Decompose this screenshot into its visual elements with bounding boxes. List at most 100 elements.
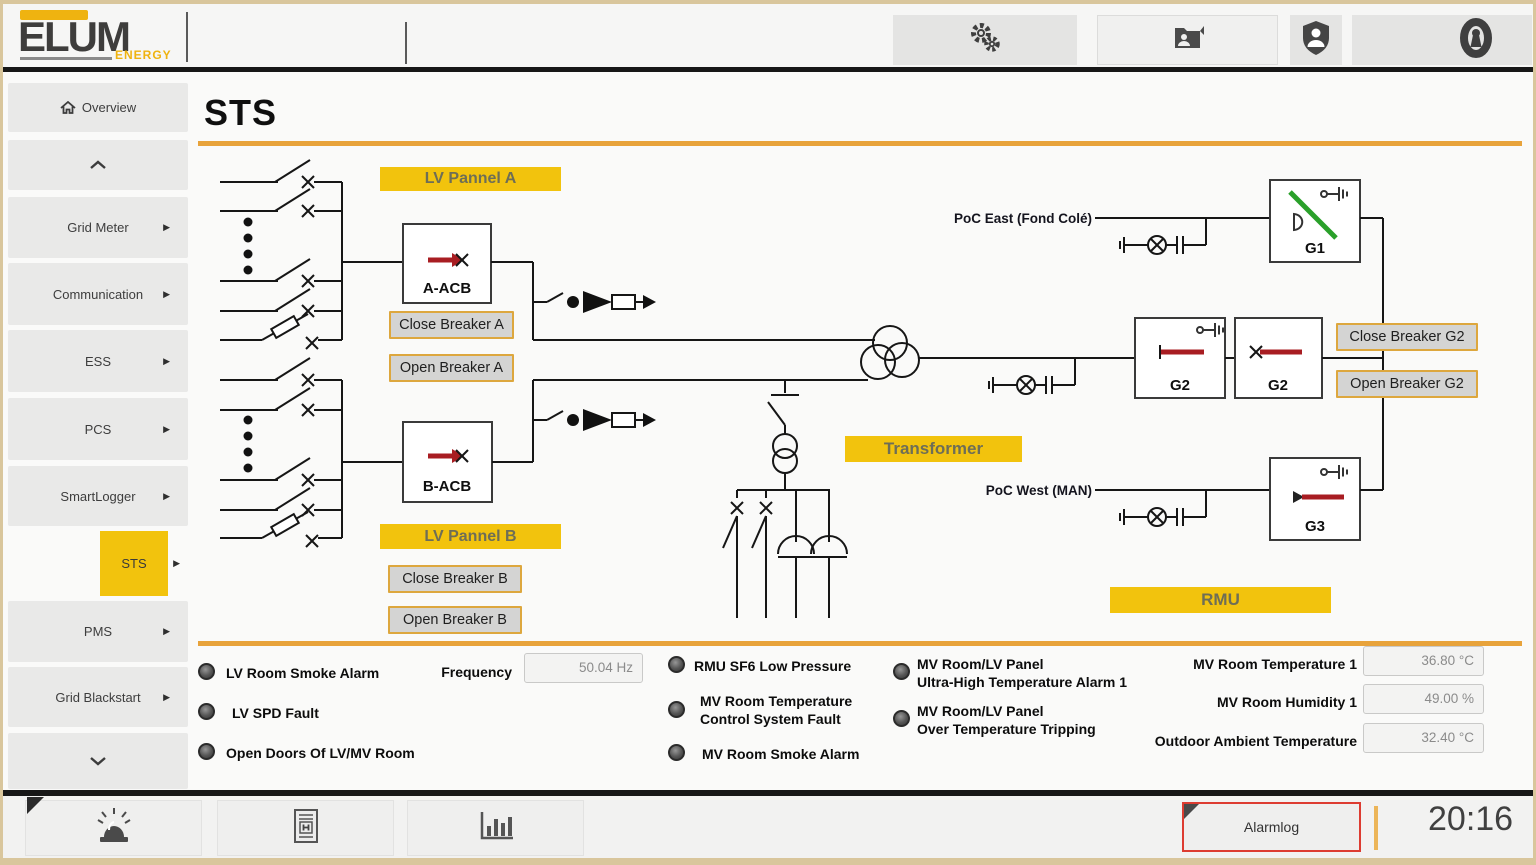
- alarmlog-label: Alarmlog: [1243, 819, 1300, 835]
- device-label-g3: G3: [1305, 518, 1325, 535]
- chevron-right-icon: ▶: [163, 691, 170, 702]
- led-open-doors: [198, 743, 215, 760]
- alarmlog-button[interactable]: Alarmlog: [1182, 802, 1361, 852]
- status-label-line: RMU SF6 Low Pressure: [694, 658, 852, 674]
- status-label: Open Doors Of LV/MV Room: [226, 745, 415, 761]
- close-breaker-a-button[interactable]: Close Breaker A: [389, 311, 514, 339]
- status-label-line: MV Room Smoke Alarm: [702, 746, 860, 762]
- clock: 20:16: [1428, 800, 1514, 838]
- report-document-icon: [291, 807, 321, 850]
- sidebar-item-pcs[interactable]: PCS ▶: [8, 398, 188, 460]
- chevron-right-icon: ▶: [163, 355, 170, 366]
- status-label-line: MV Room Temperature: [700, 693, 853, 709]
- sidebar-item-sts-row: STS ▶: [8, 531, 188, 596]
- logo-wordmark: ELUM: [18, 13, 131, 60]
- sidebar-item-label: ESS: [84, 353, 111, 369]
- sidebar-item-overview[interactable]: Overview: [8, 83, 188, 132]
- led-mv-room-smoke: [668, 744, 685, 761]
- user-shield-button[interactable]: [1290, 15, 1342, 65]
- logo-underline: [20, 57, 112, 60]
- device-label-g2-left: G2: [1170, 377, 1190, 394]
- led-lv-room-smoke-alarm: [198, 663, 215, 680]
- open-breaker-b-button[interactable]: Open Breaker B: [388, 606, 522, 634]
- chevron-down-icon: [89, 754, 107, 769]
- measurement-label: MV Room Humidity 1: [1216, 694, 1357, 710]
- topbar-divider-2: [405, 22, 407, 64]
- trends-chart-button[interactable]: [407, 800, 584, 856]
- keyhole-icon: [1458, 16, 1494, 65]
- siren-icon: [92, 806, 136, 851]
- sidebar-item-pms[interactable]: PMS ▶: [8, 601, 188, 662]
- sidebar-item-label: PMS: [83, 624, 113, 639]
- measurement-value: 36.80 °C: [1363, 646, 1484, 676]
- led-rmu-sf6: [668, 656, 685, 673]
- title-rule: [198, 141, 1522, 146]
- frame-edge-right: [1533, 0, 1536, 865]
- sidebar-collapse-up[interactable]: [8, 140, 188, 190]
- rmu-label: RMU: [1110, 587, 1331, 613]
- sidebar-item-ess[interactable]: ESS ▶: [8, 330, 188, 392]
- measurement-value: 49.00 %: [1363, 684, 1484, 714]
- chevron-up-icon: [89, 158, 107, 173]
- breaker-label-a-acb: A-ACB: [423, 280, 471, 297]
- sidebar-item-grid-meter[interactable]: Grid Meter▶: [8, 197, 188, 258]
- status-label: MV Room Smoke Alarm: [702, 745, 902, 763]
- settings-button[interactable]: [893, 15, 1077, 65]
- poc-west-label: PoC West (MAN): [985, 483, 1092, 498]
- sidebar-item-sts-active[interactable]: STS: [100, 531, 168, 596]
- reports-folder-button[interactable]: [1097, 15, 1278, 65]
- logo-accent-bar: [20, 10, 88, 20]
- single-line-diagram: A-ACB B-ACB G1 G2 G2 G3: [219, 159, 1384, 618]
- measurement-label: Outdoor Ambient Temperature: [1154, 733, 1357, 749]
- chevron-right-icon: ▶: [173, 558, 180, 568]
- page-title: STS: [204, 92, 278, 133]
- logo-tagline: ENERGY: [115, 48, 172, 62]
- sidebar-item-communication[interactable]: Communication▶: [8, 263, 188, 325]
- home-icon: [60, 100, 76, 115]
- device-label-g1: G1: [1305, 240, 1325, 257]
- frame-edge-left: [0, 0, 3, 865]
- transformer-label: Transformer: [845, 436, 1022, 462]
- chevron-right-icon: ▶: [163, 490, 170, 501]
- folder-user-icon: [1168, 21, 1208, 60]
- poc-east-label: PoC East (Fond Colé): [954, 211, 1092, 226]
- close-breaker-g2-button[interactable]: Close Breaker G2: [1336, 323, 1478, 351]
- measurement-value: 32.40 °C: [1363, 723, 1484, 753]
- report-button[interactable]: [217, 800, 394, 856]
- led-mv-temp-control-fault: [668, 701, 685, 718]
- measurement-label: MV Room Temperature 1: [1193, 656, 1357, 672]
- frequency-value: 50.04 Hz: [524, 653, 643, 683]
- panel-label-lv-b: LV Pannel B: [380, 524, 561, 549]
- topbar-divider-1: [186, 12, 188, 62]
- frequency-label: Frequency: [441, 664, 512, 680]
- close-breaker-b-button[interactable]: Close Breaker B: [388, 565, 522, 593]
- sidebar-item-grid-blackstart[interactable]: Grid Blackstart▶: [8, 667, 188, 727]
- status-label-line: Ultra-High Temperature Alarm 1: [917, 674, 1128, 690]
- sidebar-item-label: PCS: [84, 421, 112, 437]
- alarms-button[interactable]: [25, 800, 202, 856]
- status-label-line: Control System Fault: [700, 711, 841, 727]
- sidebar-item-label: Overview: [81, 100, 137, 115]
- chevron-right-icon: ▶: [163, 423, 170, 434]
- chevron-right-icon: ▶: [163, 626, 170, 636]
- status-label-line: MV Room/LV Panel: [917, 703, 1044, 719]
- frame-edge-bottom: [0, 858, 1536, 865]
- breaker-label-b-acb: B-ACB: [423, 478, 471, 495]
- frame-edge-top: [0, 0, 1536, 4]
- panel-label-lv-a: LV Pannel A: [380, 167, 561, 191]
- open-breaker-a-button[interactable]: Open Breaker A: [389, 354, 514, 382]
- status-label: RMU SF6 Low Pressure: [694, 657, 894, 675]
- login-lock-button[interactable]: [1352, 15, 1532, 65]
- sidebar-collapse-down[interactable]: [8, 733, 188, 789]
- device-label-g2-right: G2: [1268, 377, 1288, 394]
- status-label-line: Over Temperature Tripping: [917, 721, 1096, 737]
- led-over-temp-tripping: [893, 710, 910, 727]
- bar-chart-icon: [475, 808, 517, 849]
- open-breaker-g2-button[interactable]: Open Breaker G2: [1336, 370, 1478, 398]
- gears-icon: [964, 19, 1006, 62]
- led-ultra-high-temp: [893, 663, 910, 680]
- sidebar-item-smartlogger[interactable]: SmartLogger▶: [8, 466, 188, 526]
- status-label-line: MV Room/LV Panel: [917, 656, 1044, 672]
- status-divider-rule: [198, 641, 1522, 646]
